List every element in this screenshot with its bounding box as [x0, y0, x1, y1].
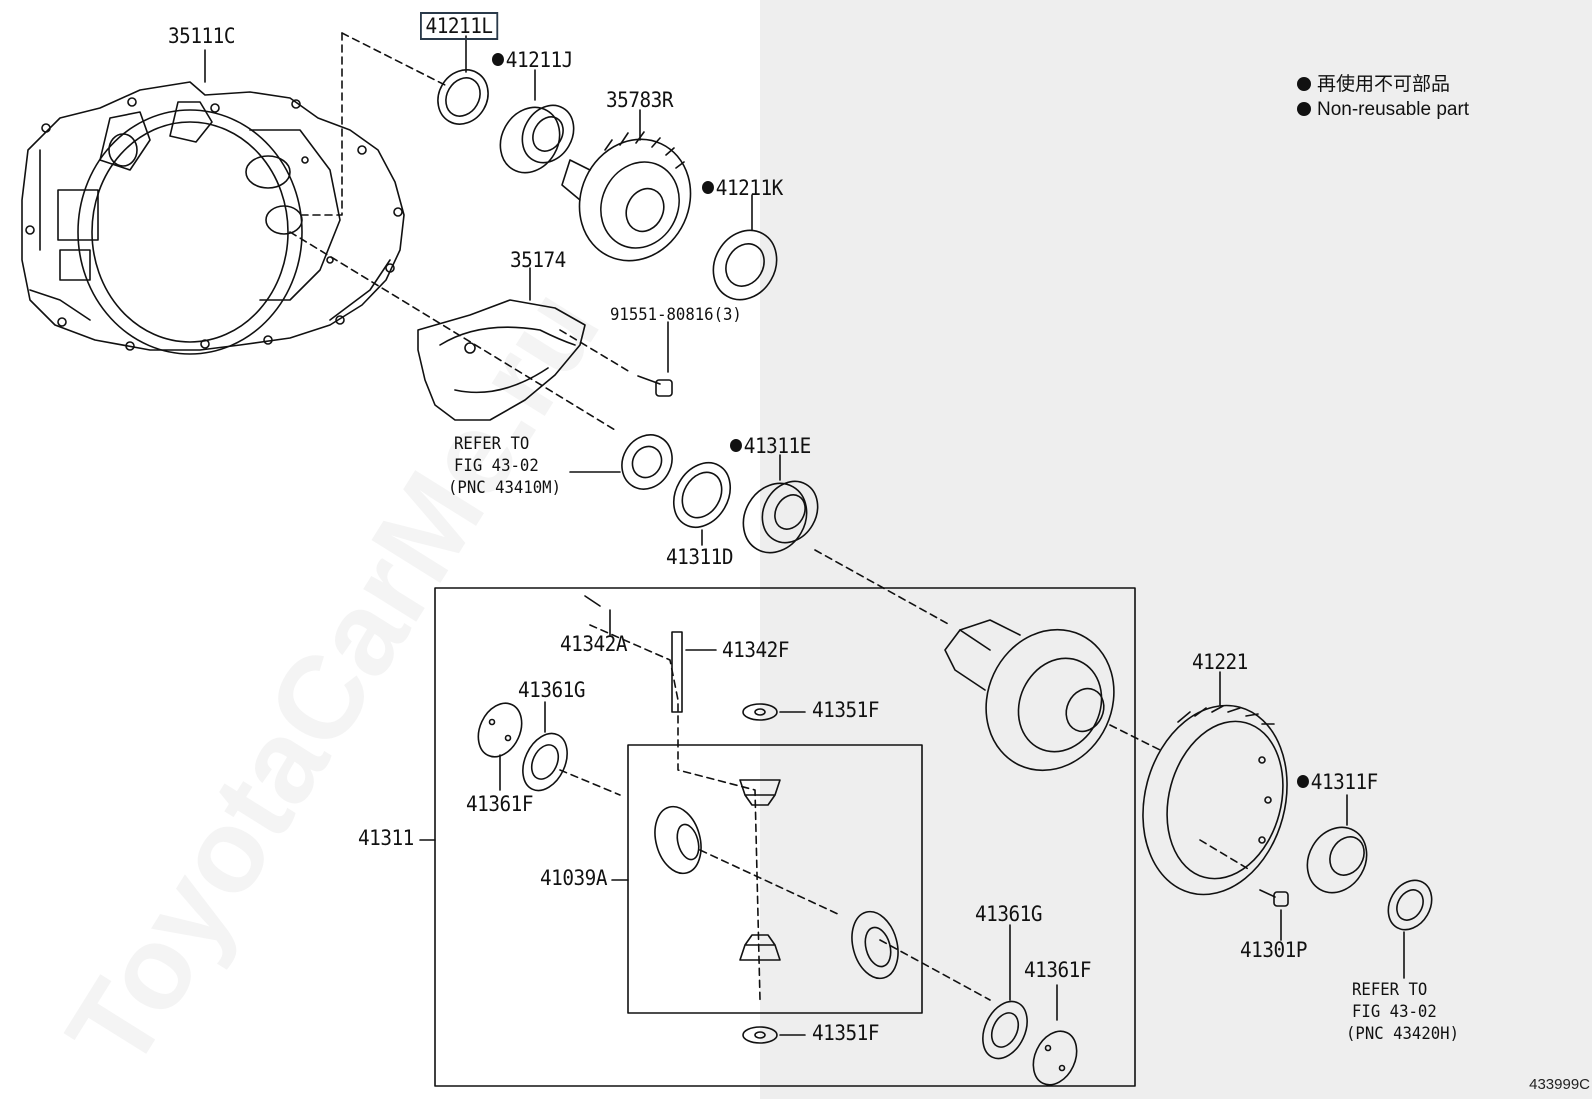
label-41211J[interactable]: 41211J	[492, 48, 573, 72]
bearing-41211K-drawing[interactable]	[701, 194, 789, 311]
bolt-41301P-drawing[interactable]	[1259, 889, 1289, 941]
non-reusable-dot-icon	[702, 181, 714, 194]
label-41311D[interactable]: 41311D	[666, 545, 734, 569]
refer2-line2: FIG 43-02	[1352, 1002, 1437, 1022]
gear-35783R-drawing[interactable]	[560, 109, 710, 279]
figure-id: 433999C	[1529, 1076, 1590, 1093]
non-reusable-dot-icon	[1297, 77, 1311, 91]
label-41342F[interactable]: 41342F	[722, 638, 790, 662]
shaded-panel	[760, 0, 1592, 1099]
legend-row-jp: 再使用不可部品	[1297, 72, 1469, 97]
oil-receiver-35174-drawing[interactable]	[417, 267, 586, 421]
bearing-41311E-drawing[interactable]	[731, 454, 828, 564]
refer1-line1: REFER TO	[454, 434, 530, 454]
diff-case-box	[434, 587, 1136, 1087]
bearing-41311F-drawing[interactable]	[1296, 794, 1378, 903]
ring-gear-41221-drawing[interactable]	[1123, 671, 1308, 911]
label-41361F-left[interactable]: 41361F	[466, 792, 534, 816]
label-35783R[interactable]: 35783R	[606, 88, 674, 112]
diff-case-drawing[interactable]	[944, 609, 1137, 792]
label-41039A[interactable]: 41039A	[540, 866, 608, 890]
label-41211L-highlighted[interactable]: 41211L	[420, 12, 499, 40]
label-41311[interactable]: 41311	[358, 826, 414, 850]
thrust-washers-right-drawing[interactable]	[974, 924, 1085, 1092]
label-41221[interactable]: 41221	[1192, 650, 1248, 674]
seal-41211L-drawing[interactable]	[428, 35, 498, 133]
thrust-washers-left-drawing[interactable]	[470, 696, 576, 797]
pinion-kit-box	[627, 744, 923, 1014]
pinion-gears-drawing[interactable]	[648, 779, 905, 984]
label-41311E[interactable]: 41311E	[730, 434, 811, 458]
pin-41342A-drawing[interactable]	[584, 595, 611, 636]
transaxle-housing-drawing[interactable]	[21, 81, 405, 355]
shaft-41342F-drawing[interactable]	[671, 631, 717, 713]
non-reusable-dot-icon	[1297, 102, 1311, 116]
non-reusable-dot-icon	[492, 53, 504, 66]
label-41361G-right[interactable]: 41361G	[975, 902, 1043, 926]
legend-row-en: Non-reusable part	[1297, 97, 1469, 122]
bearing-41211J-drawing[interactable]	[489, 69, 584, 183]
non-reusable-dot-icon	[730, 439, 742, 452]
legend: 再使用不可部品 Non-reusable part	[1297, 72, 1469, 122]
refer1-line3[interactable]: (PNC 43410M)	[448, 478, 562, 498]
label-91551-80816[interactable]: 91551-80816(3)	[610, 305, 742, 325]
refer2-line3[interactable]: (PNC 43420H)	[1346, 1024, 1460, 1044]
non-reusable-dot-icon	[1297, 775, 1309, 788]
label-41311F[interactable]: 41311F	[1297, 770, 1378, 794]
refer1-line2: FIG 43-02	[454, 456, 539, 476]
label-41301P[interactable]: 41301P	[1240, 938, 1308, 962]
washer-41351F-bottom-drawing[interactable]	[742, 1026, 806, 1044]
bolt-91551-drawing[interactable]	[637, 321, 673, 397]
label-41351F-top[interactable]: 41351F	[812, 698, 880, 722]
seal-refer-43410M-drawing[interactable]	[569, 426, 682, 498]
label-41351F-bottom[interactable]: 41351F	[812, 1021, 880, 1045]
washer-41351F-top-drawing[interactable]	[742, 703, 806, 721]
label-41361G-left[interactable]: 41361G	[518, 678, 586, 702]
refer2-line1: REFER TO	[1352, 980, 1428, 1000]
label-41342A[interactable]: 41342A	[560, 632, 628, 656]
assembly-dashed-lines	[289, 32, 1251, 1001]
label-41361F-right[interactable]: 41361F	[1024, 958, 1092, 982]
seal-refer-43420H-drawing[interactable]	[1380, 872, 1441, 979]
shim-41311D-drawing[interactable]	[662, 453, 741, 546]
label-35111C[interactable]: 35111C	[168, 24, 236, 48]
label-35174[interactable]: 35174	[510, 248, 566, 272]
label-41211K[interactable]: 41211K	[702, 176, 783, 200]
